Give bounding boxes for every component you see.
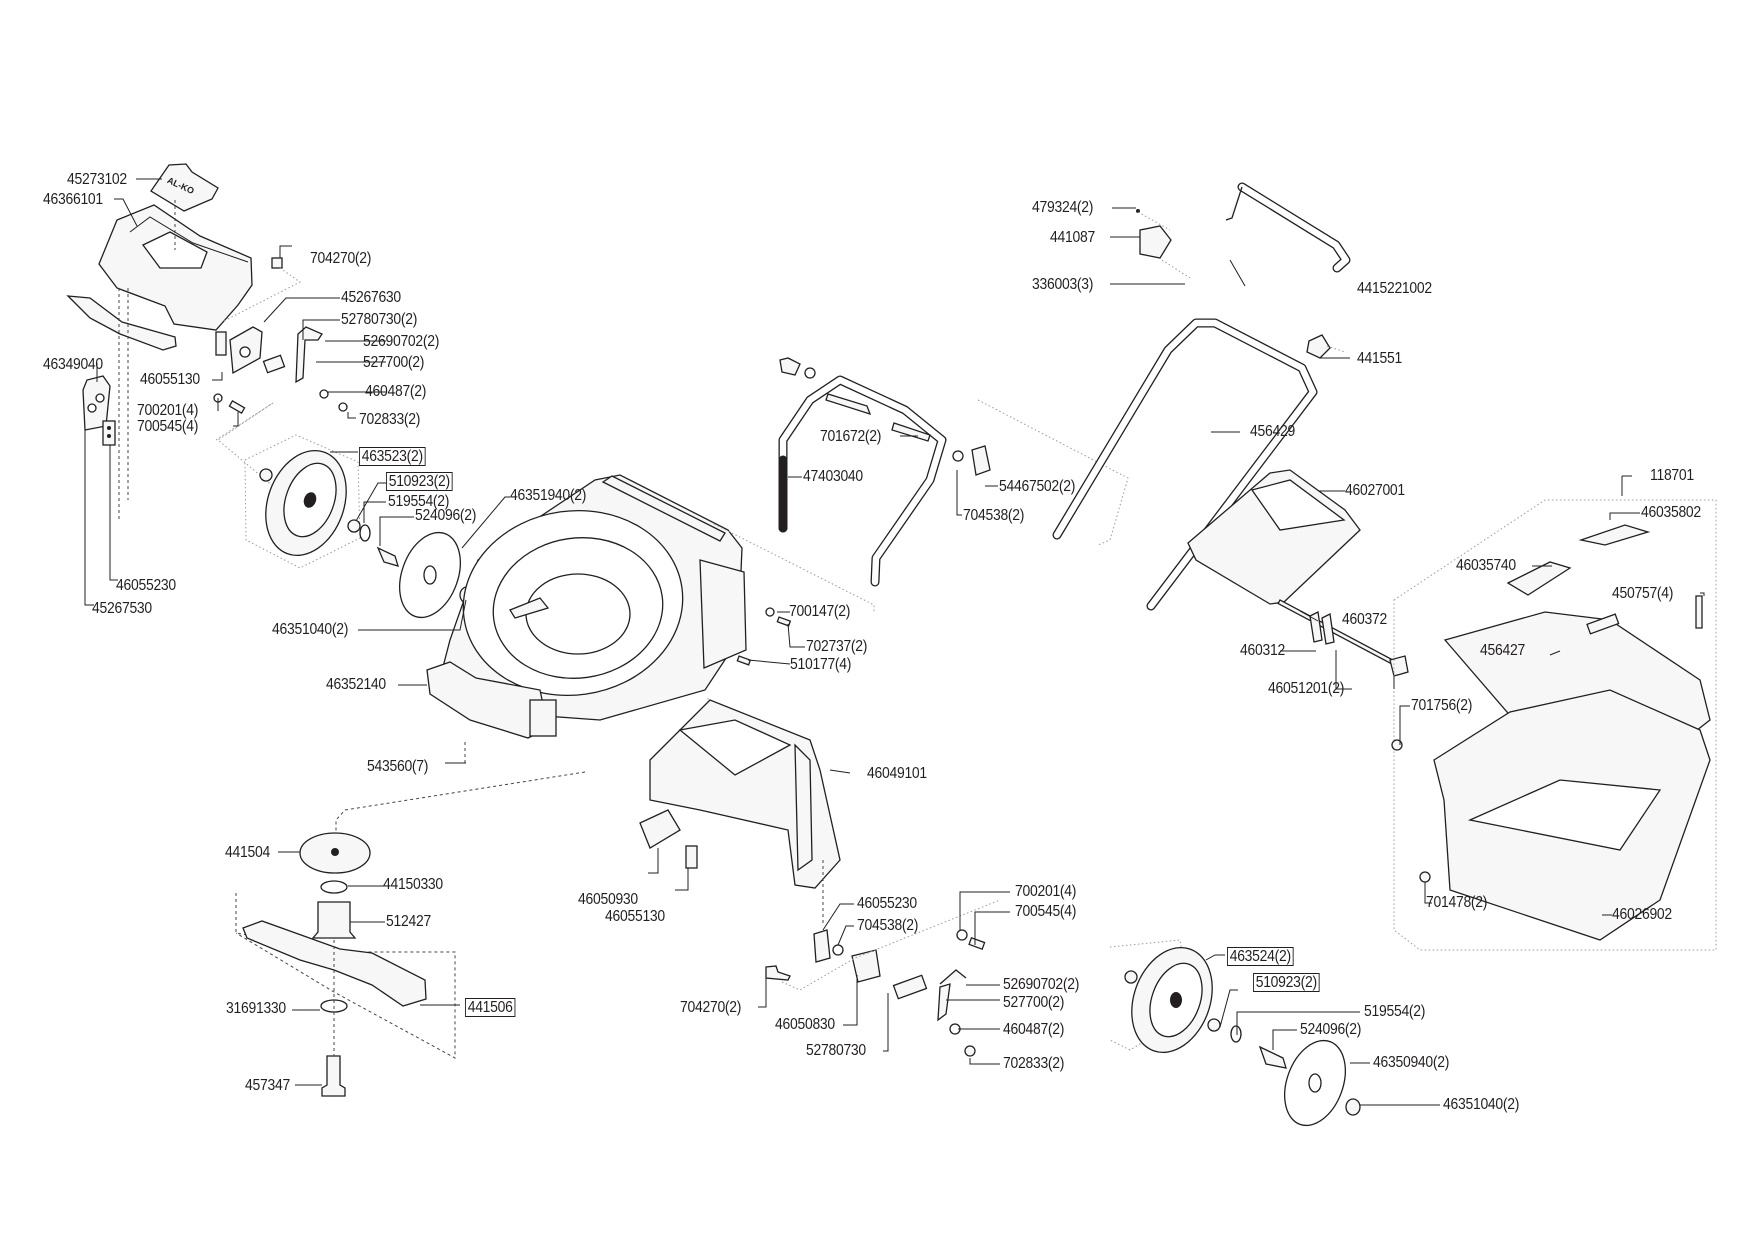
- part-label-46349040[interactable]: 46349040: [43, 356, 103, 373]
- mower-deck: [335, 474, 875, 850]
- part-label-54467502[interactable]: 54467502(2): [999, 478, 1076, 495]
- part-label-510923[interactable]: 510923(2): [386, 472, 453, 491]
- part-label-441087[interactable]: 441087: [1050, 229, 1095, 246]
- part-label-118701[interactable]: 118701: [1650, 467, 1694, 484]
- part-label-46351040-left[interactable]: 46351040(2): [272, 621, 349, 638]
- part-label-46049101[interactable]: 46049101: [867, 765, 927, 782]
- part-label-31691330[interactable]: 31691330: [226, 1000, 286, 1017]
- part-label-510177[interactable]: 510177(4): [790, 656, 852, 673]
- discharge-flap: [1187, 469, 1409, 677]
- part-label-460487-right[interactable]: 460487(2): [1003, 1021, 1065, 1038]
- lower-handle: [778, 357, 1129, 587]
- part-label-463524[interactable]: 463524(2): [1227, 947, 1294, 966]
- part-label-46035740[interactable]: 46035740: [1456, 557, 1516, 574]
- part-label-46026902[interactable]: 46026902: [1612, 906, 1672, 923]
- grass-catcher: [1391, 499, 1717, 951]
- part-label-441551[interactable]: 441551: [1357, 350, 1402, 367]
- part-label-46050930[interactable]: 46050930: [578, 891, 638, 908]
- part-label-46350940[interactable]: 46350940(2): [1373, 1054, 1450, 1071]
- part-label-700201[interactable]: 700201(4): [137, 402, 199, 419]
- part-label-700201-right[interactable]: 700201(4): [1015, 883, 1077, 900]
- part-label-52780730-center[interactable]: 52780730: [806, 1042, 866, 1059]
- part-label-457347[interactable]: 457347: [245, 1077, 290, 1094]
- part-label-519554[interactable]: 519554(2): [388, 493, 450, 510]
- part-label-441504[interactable]: 441504: [225, 844, 270, 861]
- blade-assembly: [235, 832, 456, 1097]
- part-label-46055130-center[interactable]: 46055130: [605, 908, 665, 925]
- cable-clip: [1139, 225, 1172, 259]
- part-label-479324[interactable]: 479324(2): [1032, 199, 1094, 216]
- leader-lines: [84, 178, 1705, 1106]
- part-label-45273102[interactable]: 45273102: [67, 171, 127, 188]
- part-label-450757[interactable]: 450757(4): [1612, 585, 1674, 602]
- part-label-524096[interactable]: 524096(2): [415, 507, 477, 524]
- part-label-46051201[interactable]: 46051201(2): [1268, 680, 1345, 697]
- part-label-701478[interactable]: 701478(2): [1426, 894, 1488, 911]
- front-wheel-right: [937, 929, 1361, 1127]
- upper-handle: [1052, 182, 1351, 611]
- part-label-4415221002[interactable]: 4415221002: [1357, 280, 1432, 297]
- part-label-44150330[interactable]: 44150330: [383, 876, 443, 893]
- part-label-510923-right[interactable]: 510923(2): [1253, 973, 1320, 992]
- part-label-456427[interactable]: 456427: [1480, 642, 1525, 659]
- rear-flap-strip: [66, 295, 177, 351]
- part-label-527700-right[interactable]: 527700(2): [1003, 994, 1065, 1011]
- part-label-527700[interactable]: 527700(2): [363, 354, 425, 371]
- part-label-46055230-center[interactable]: 46055230: [857, 895, 917, 912]
- part-label-512427[interactable]: 512427: [386, 913, 431, 930]
- part-label-701672[interactable]: 701672(2): [820, 428, 882, 445]
- part-label-46351940[interactable]: 46351940(2): [510, 487, 587, 504]
- part-label-46055130[interactable]: 46055130: [140, 371, 200, 388]
- part-label-704538-bottom[interactable]: 704538(2): [857, 917, 919, 934]
- part-label-456429[interactable]: 456429: [1250, 423, 1295, 440]
- part-label-701756[interactable]: 701756(2): [1411, 697, 1473, 714]
- blade: [242, 920, 427, 1007]
- rear-cover-group: AL-KO: [66, 163, 253, 520]
- part-label-52780730[interactable]: 52780730(2): [341, 311, 418, 328]
- part-label-460312[interactable]: 460312: [1240, 642, 1285, 659]
- part-label-441506[interactable]: 441506: [465, 998, 516, 1017]
- part-label-46050830[interactable]: 46050830: [775, 1016, 835, 1033]
- left-hinge-parts: [82, 257, 348, 493]
- part-label-52690702[interactable]: 52690702(2): [363, 333, 440, 350]
- part-label-519554-right[interactable]: 519554(2): [1364, 1003, 1426, 1020]
- rear-wheel-left: [244, 434, 475, 619]
- part-label-700545-right[interactable]: 700545(4): [1015, 903, 1077, 920]
- brand-badge-plate: [150, 163, 219, 212]
- part-label-700545[interactable]: 700545(4): [137, 418, 199, 435]
- part-label-460487[interactable]: 460487(2): [365, 383, 427, 400]
- part-label-47403040[interactable]: 47403040: [803, 468, 863, 485]
- part-label-46352140[interactable]: 46352140: [326, 676, 386, 693]
- part-label-46035802[interactable]: 46035802: [1641, 504, 1701, 521]
- part-label-704538-top[interactable]: 704538(2): [963, 507, 1025, 524]
- part-label-46055230-left[interactable]: 46055230: [116, 577, 176, 594]
- part-label-702833-right[interactable]: 702833(2): [1003, 1055, 1065, 1072]
- part-label-45267530[interactable]: 45267530: [92, 600, 152, 617]
- part-label-46351040-right[interactable]: 46351040(2): [1443, 1096, 1520, 1113]
- cable-clip-2: [1306, 334, 1331, 359]
- part-label-46366101[interactable]: 46366101: [43, 191, 103, 208]
- part-label-460372[interactable]: 460372: [1342, 611, 1387, 628]
- part-label-700147[interactable]: 700147(2): [789, 603, 851, 620]
- part-label-702833[interactable]: 702833(2): [359, 411, 421, 428]
- part-label-702737[interactable]: 702737(2): [806, 638, 868, 655]
- part-label-524096-right[interactable]: 524096(2): [1300, 1021, 1362, 1038]
- rear-chute: [639, 699, 1001, 1000]
- part-label-336003[interactable]: 336003(3): [1032, 276, 1094, 293]
- part-label-52690702-right[interactable]: 52690702(2): [1003, 976, 1080, 993]
- part-label-704270[interactable]: 704270(2): [310, 250, 372, 267]
- part-label-704270-center[interactable]: 704270(2): [680, 999, 742, 1016]
- part-label-543560[interactable]: 543560(7): [367, 758, 429, 775]
- part-label-463523[interactable]: 463523(2): [359, 447, 426, 466]
- part-label-46027001[interactable]: 46027001: [1345, 482, 1405, 499]
- part-label-45267630[interactable]: 45267630: [341, 289, 401, 306]
